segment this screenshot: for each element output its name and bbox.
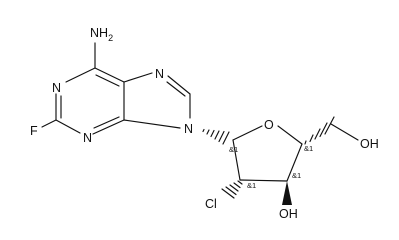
stereo-labels: &1 &1 &1 &1 [229, 144, 313, 190]
bond-n7-c8 [167, 75, 191, 95]
atom-n3: N [83, 131, 92, 145]
bond-c5-oh [330, 123, 359, 141]
bond-c2-c3 [239, 179, 288, 182]
atom-o4: O [264, 118, 274, 132]
bond-c3-c4 [286, 143, 303, 182]
bond-c2-f [41, 119, 57, 128]
atom-n9: N [184, 122, 193, 136]
bond-n3-c4 [92, 119, 125, 135]
purine-bonds [41, 42, 191, 135]
bond-n9-c4 [123, 119, 181, 129]
stereo-label-c3: &1 [292, 171, 301, 180]
bond-c2-n3 [55, 119, 81, 134]
bond-c1-c2 [232, 139, 241, 181]
atom-labels: NH2 N N N N F O Cl OH OH [30, 26, 379, 221]
bond-c6-n1 [65, 67, 96, 83]
bond-n3-c4-inner [93, 116, 120, 129]
atom-oh5: OH [360, 137, 379, 151]
bond-c5-c6 [94, 67, 125, 83]
atom-oh3: OH [279, 207, 298, 221]
amino-label: NH2 [90, 26, 113, 43]
stereo-label-c2: &1 [247, 181, 256, 190]
atom-f: F [30, 124, 38, 138]
hashed-bond-c2-cl [221, 180, 243, 199]
bond-c5-c6-inner [95, 74, 120, 87]
wedge-c3-oh [282, 181, 292, 205]
sugar-bonds [202, 116, 359, 205]
bond-n7-c8-inner [166, 81, 186, 97]
stereo-label-c1: &1 [229, 145, 238, 154]
hashed-bond-n9-c1 [202, 128, 230, 145]
bond-c5-n7 [123, 72, 153, 83]
stereo-label-c4: &1 [304, 144, 313, 153]
bond-c1-o4 [232, 125, 263, 141]
atom-n1: N [52, 81, 61, 95]
atom-cl: Cl [205, 197, 217, 211]
hashed-bond-c4-c5 [304, 116, 335, 145]
bond-o4-c4 [277, 125, 303, 145]
atom-n7: N [155, 67, 164, 81]
